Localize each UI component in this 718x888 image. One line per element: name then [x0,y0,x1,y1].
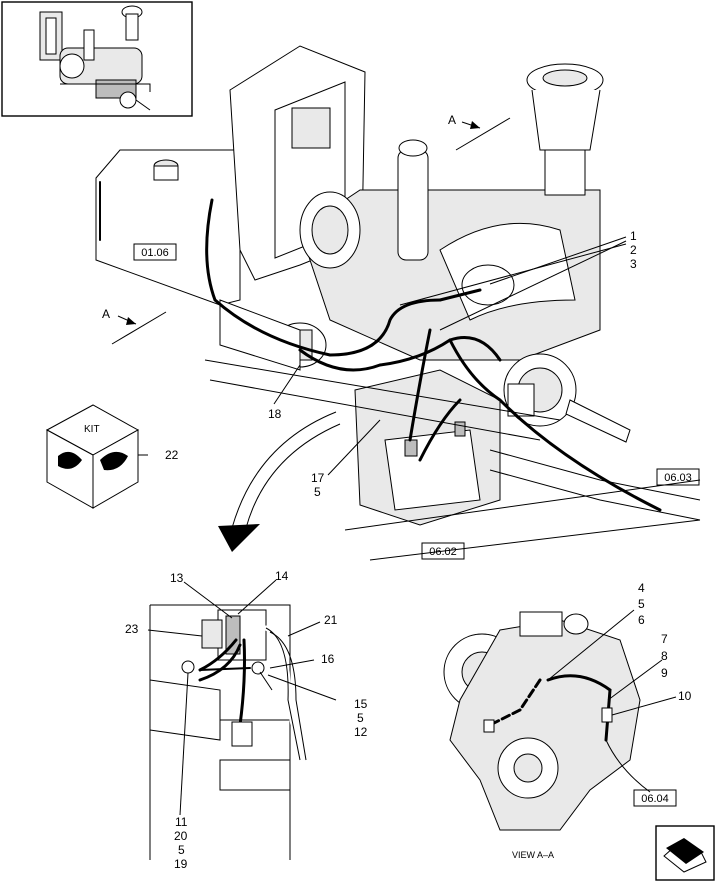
ref-06-04-label: 06.04 [641,793,669,805]
ref-06-03-label: 06.03 [664,472,692,484]
ref-06-02[interactable]: 06.02 [421,542,465,560]
callout-5-detail-left: 5 [178,843,185,857]
callout-22: 22 [165,448,179,462]
detail-view-bracket [149,604,307,860]
section-a-markers: A A [102,113,511,345]
callout-10: 10 [678,689,692,703]
callout-labels: 1 2 3 18 22 17 5 13 14 23 21 16 15 5 12 … [125,229,692,871]
callout-2: 2 [630,243,637,257]
callout-8: 8 [661,649,668,663]
reference-boxes: 01.06 06.03 06.02 06.04 [133,243,700,807]
callout-17: 17 [311,471,325,485]
detail-arrow [218,411,341,552]
thumbnail-inset [1,1,193,117]
ref-06-02-label: 06.02 [429,546,457,558]
view-a-a [443,611,651,831]
section-mark-left: A [102,307,110,321]
callout-5-view: 5 [638,597,645,611]
section-mark-top: A [448,113,456,127]
callout-1: 1 [630,229,637,243]
callout-19: 19 [174,857,188,871]
callout-5-main: 5 [314,485,321,499]
callout-18: 18 [268,407,282,421]
ref-06-04[interactable]: 06.04 [633,789,677,807]
ref-06-03[interactable]: 06.03 [656,468,700,486]
next-page-arrow[interactable] [655,825,715,881]
callout-6: 6 [638,613,645,627]
view-caption: VIEW A–A [512,850,554,860]
callout-7: 7 [661,632,668,646]
callout-23: 23 [125,622,139,636]
callout-12: 12 [354,725,368,739]
callout-20: 20 [174,829,188,843]
main-leader-lines [137,236,627,476]
view-a-a-leaders [547,609,677,716]
new-holland-logo [58,451,128,471]
kit-icon: KIT [45,404,140,509]
detail-leader-lines [147,579,337,816]
callout-11: 11 [175,815,188,829]
engine-assembly [95,45,701,561]
callout-9: 9 [661,666,668,680]
callout-16: 16 [321,652,335,666]
ref-01-06-label: 01.06 [141,247,169,259]
callout-4: 4 [638,581,645,595]
callout-21: 21 [324,613,338,627]
callout-13: 13 [170,571,184,585]
callout-14: 14 [275,569,289,583]
ref-01-06[interactable]: 01.06 [133,243,177,261]
kit-label: KIT [84,424,100,435]
callout-15: 15 [354,697,368,711]
callout-5-detail-right: 5 [357,711,364,725]
callout-3: 3 [630,257,637,271]
